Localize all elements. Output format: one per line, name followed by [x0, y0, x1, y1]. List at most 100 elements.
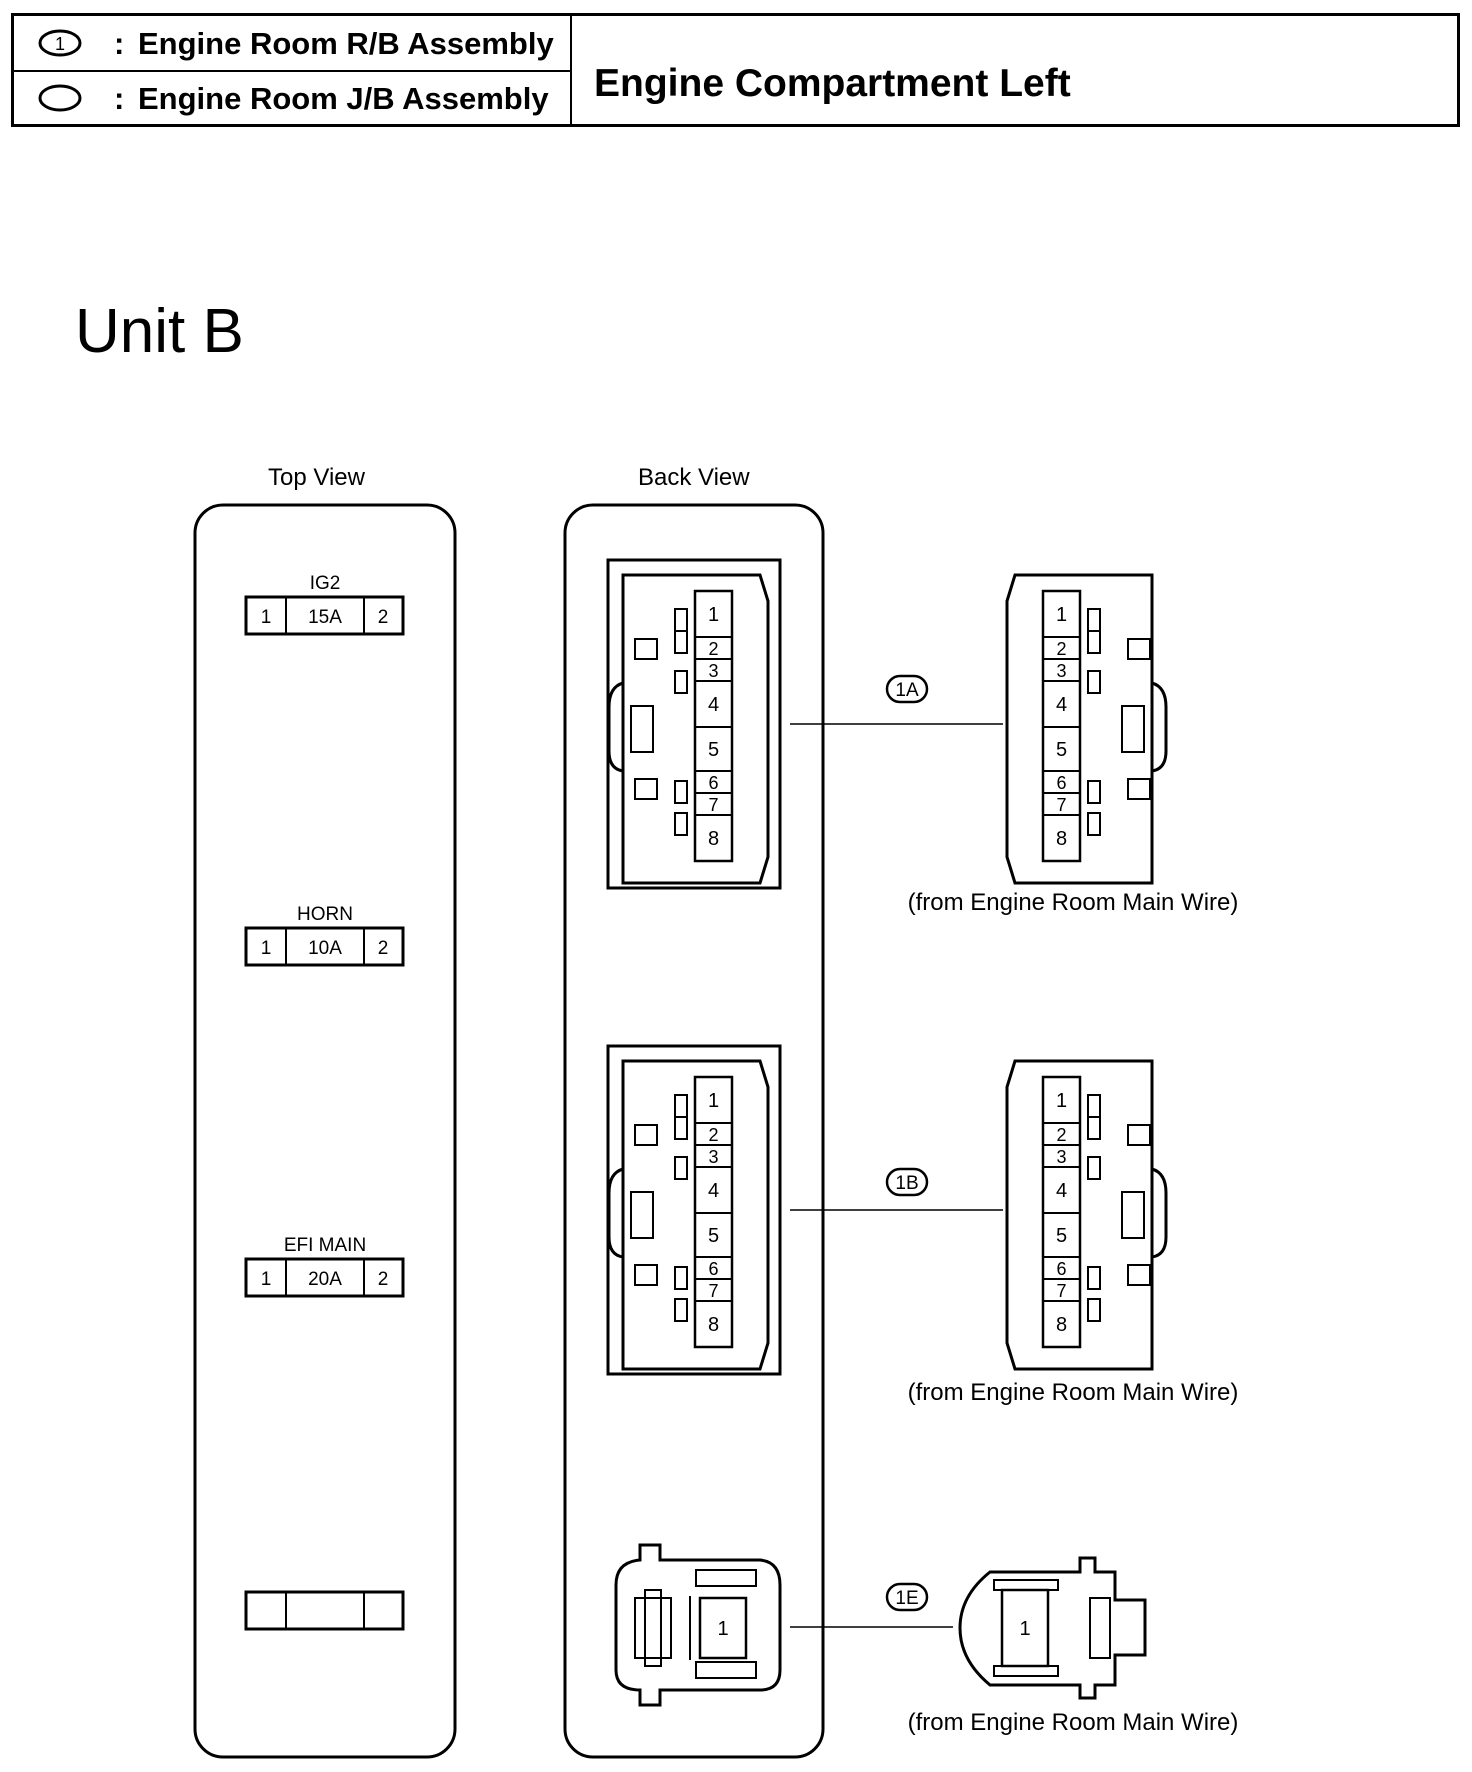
pin-number: 2 [1056, 1125, 1066, 1145]
pin-number: 3 [1056, 661, 1066, 681]
pin-number: 8 [708, 1314, 719, 1336]
fuse-body [244, 1257, 405, 1298]
terminal-slot [1087, 670, 1101, 694]
connector-id: 1E [895, 1588, 918, 1609]
legend-label-jb: Engine Room J/B Assembly [138, 81, 549, 116]
pin-number: 4 [1056, 694, 1067, 716]
connector-callout: 1E [885, 1582, 929, 1612]
connector-source: (from Engine Room Main Wire) [908, 1709, 1239, 1736]
fuse-amperage: 15A [308, 607, 342, 628]
lock-slot [634, 1124, 658, 1146]
back-view-panel [563, 503, 825, 1759]
legend-row-jb: : Engine Room J/B Assembly [14, 71, 570, 125]
pin-number: 6 [1056, 1259, 1066, 1279]
connector-latch [1151, 1167, 1168, 1259]
latch-window [1121, 1191, 1145, 1239]
connector-latch [607, 1167, 624, 1259]
latch-window [1121, 705, 1145, 753]
pin-number: 1 [717, 1618, 728, 1640]
oval-icon [38, 84, 82, 112]
legend-row-rb: 1 : Engine Room R/B Assembly [14, 16, 570, 72]
terminal-slot [1087, 630, 1101, 654]
pin-number: 1 [1056, 1090, 1067, 1112]
terminal-slot [674, 608, 688, 632]
lock-slot [1127, 1264, 1151, 1286]
legend-column: 1 : Engine Room R/B Assembly : Engine Ro… [14, 16, 572, 124]
latch-window [634, 1597, 672, 1659]
pin-number: 3 [708, 661, 718, 681]
lock-slot [1127, 638, 1151, 660]
connector-id: 1B [895, 1173, 918, 1194]
pin-number: 6 [708, 1259, 718, 1279]
connector-id: 1A [895, 680, 919, 701]
terminal-slot [1087, 812, 1101, 836]
housing-rib [993, 1579, 1059, 1591]
terminal-slot [674, 1116, 688, 1140]
latch-window [630, 705, 654, 753]
pin-number: 4 [1056, 1180, 1067, 1202]
pin-number: 1 [708, 604, 719, 626]
fuse-amperage: 10A [308, 938, 342, 959]
pin-number: 7 [1056, 1281, 1066, 1301]
pin-number: 3 [708, 1147, 718, 1167]
top-view-panel [193, 503, 457, 1759]
connector-housing [683, 573, 770, 885]
pin-number: 2 [708, 639, 718, 659]
fuse-pin-right: 2 [378, 1269, 389, 1290]
fuse-efi-main: EFI MAIN 1 20A 2 [244, 1235, 405, 1298]
connector-callout: 1A [885, 674, 929, 704]
housing-rib [993, 1665, 1059, 1677]
fuse-pin-right: 2 [378, 938, 389, 959]
pin-number: 1 [1056, 604, 1067, 626]
pin-number: 6 [1056, 773, 1066, 793]
callout-badge-icon [885, 674, 929, 704]
connector-source: (from Engine Room Main Wire) [908, 1379, 1239, 1406]
fuse-name: EFI MAIN [284, 1235, 366, 1256]
connector-wall [1092, 573, 1154, 885]
pin-number: 4 [708, 694, 719, 716]
fuse-spare [244, 1590, 405, 1631]
pin-number: 1 [1019, 1618, 1030, 1640]
fuse-pin-left: 1 [261, 1269, 272, 1290]
circled-number-icon: 1 [38, 29, 82, 57]
connector-latch [607, 681, 624, 773]
terminal-slot [674, 1094, 688, 1118]
fuse-pin-left: 1 [261, 607, 272, 628]
legend-table: 1 : Engine Room R/B Assembly : Engine Ro… [11, 13, 1460, 127]
terminal-slot [1087, 1298, 1101, 1322]
pin-number: 5 [708, 739, 719, 761]
latch-window [630, 1191, 654, 1239]
pin-number: 7 [1056, 795, 1066, 815]
connector-housing [614, 1543, 782, 1707]
pin-number: 8 [1056, 828, 1067, 850]
connector-housing [683, 1059, 770, 1371]
terminal-slot [1087, 1094, 1101, 1118]
pin-number: 7 [708, 1281, 718, 1301]
fuse-amperage: 20A [308, 1269, 342, 1290]
fuse-pin-right: 2 [378, 607, 389, 628]
pin-number: 8 [708, 828, 719, 850]
terminal-slot [674, 1298, 688, 1322]
pin-number: 8 [1056, 1314, 1067, 1336]
terminal-slot [1087, 608, 1101, 632]
location-title: Engine Compartment Left [594, 62, 1071, 105]
connector-housing [1005, 573, 1092, 885]
terminal-slot [674, 780, 688, 804]
pin-number: 4 [708, 1180, 719, 1202]
terminal-slot [674, 670, 688, 694]
lock-slot [634, 778, 658, 800]
legend-symbol-number: 1 [55, 34, 65, 54]
pin-number: 7 [708, 795, 718, 815]
lock-slot [634, 638, 658, 660]
pin-cell [698, 1596, 748, 1660]
fuse-body [244, 926, 405, 967]
terminal-slot [674, 1156, 688, 1180]
connector-1E: 1 1E 1 (from Engine Room Main Wire) [614, 1543, 1239, 1736]
connector-source: (from Engine Room Main Wire) [908, 889, 1239, 916]
housing-rib [695, 1569, 757, 1587]
connector-wall [1092, 1059, 1154, 1371]
